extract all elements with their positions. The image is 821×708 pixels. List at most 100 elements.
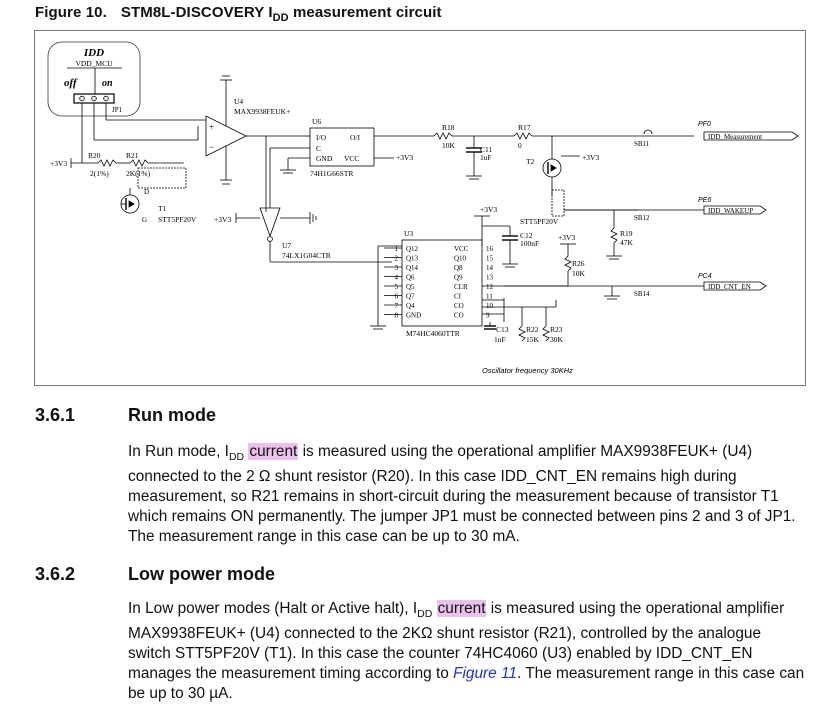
- sb12-label: SB12: [634, 214, 650, 222]
- u3-right-pin-number: 9: [486, 312, 490, 320]
- supply-label-1: +3V3: [50, 159, 67, 168]
- c12-value: 100nF: [520, 239, 539, 248]
- r19-value: 47K: [620, 238, 634, 247]
- jumper-subtitle: VDD_MCU: [75, 59, 113, 68]
- u3-left-pin-number: 5: [395, 283, 399, 291]
- u3-right-pin-label: VCC: [454, 245, 469, 253]
- u3-right-pin-number: 11: [486, 293, 493, 301]
- u3-ref: U3: [404, 229, 413, 238]
- c11-value: 1uF: [480, 153, 492, 162]
- u3-right-pin-number: 14: [486, 264, 494, 272]
- u3-part: M74HC4060TTR: [406, 329, 460, 338]
- jumper-on: on: [102, 78, 113, 89]
- r22-ref: R22: [526, 325, 539, 334]
- u3-right-pin-number: 13: [486, 274, 494, 282]
- r19-ref: R19: [620, 229, 633, 238]
- figure-11-link[interactable]: Figure 11: [453, 665, 517, 683]
- c13-ref: C13: [496, 325, 509, 334]
- svg-text:−: −: [209, 142, 214, 152]
- u3-right-pin-label: CLR: [454, 283, 468, 291]
- u7-part: 74LX1G04CTR: [282, 251, 331, 260]
- supply-label-2: +3V3: [214, 215, 231, 224]
- u3-left-pin-number: 7: [395, 302, 399, 310]
- c13-value: 1nF: [494, 335, 506, 344]
- u3-left-pin-label: GND: [406, 312, 421, 320]
- section-number-3-6-2: 3.6.2: [35, 564, 76, 584]
- u3-left-pin-label: Q13: [406, 255, 419, 263]
- u6-pin-vcc: VCC: [344, 154, 359, 163]
- figure-caption: Figure 10. STM8L-DISCOVERY IDD measuremen…: [35, 4, 442, 24]
- r23-value: 30K: [550, 335, 564, 344]
- port-pc4: PC4: [698, 273, 712, 280]
- u3-right-pin-number: 10: [486, 302, 494, 310]
- u3-left-pin-label: Q5: [406, 283, 415, 291]
- jumper-off: off: [64, 77, 78, 89]
- r20-value: 2(1%): [90, 169, 109, 178]
- u3-left-pin-label: Q4: [406, 302, 415, 310]
- c12-ref: C12: [520, 231, 533, 240]
- u3-left-pin-number: 1: [395, 245, 399, 253]
- jp1-label: JP1: [112, 106, 123, 114]
- net-idd-cnt-en-label: IDD_CNT_EN: [708, 283, 751, 291]
- r17-ref: R17: [518, 123, 531, 132]
- port-pe6: PE6: [698, 197, 711, 204]
- u3-left-pin-label: Q7: [406, 293, 415, 301]
- r21-ref: R21: [126, 151, 139, 160]
- c11-ref: C11: [480, 145, 492, 154]
- schematic-diagram: IDD VDD_MCU off on JP1 +3V3 R20 2(1%) R2…: [34, 30, 806, 386]
- u3-right-pin-label: CO: [454, 302, 464, 310]
- u6-pin-gnd: GND: [316, 154, 333, 163]
- highlight-current: current: [248, 443, 299, 460]
- u3-left-pin-number: 3: [395, 264, 399, 272]
- paragraph-run-mode: In Run mode, IDD current is measured usi…: [128, 443, 796, 546]
- paragraph-low-power-mode: In Low power modes (Halt or Active halt)…: [128, 600, 805, 703]
- net-idd-measurement: [703, 131, 799, 141]
- section-number-3-6-1: 3.6.1: [35, 405, 76, 425]
- u3-right-pin-number: 16: [486, 245, 494, 253]
- schematic-border: [34, 30, 806, 386]
- u4-ref: U4: [234, 97, 243, 106]
- oscillator-note: Oscillator frequency 30KHz: [482, 366, 573, 375]
- highlight-current: current: [436, 600, 487, 617]
- section-title-run-mode: Run mode: [128, 405, 216, 425]
- net-idd-measurement-label: IDD_Measurement: [708, 133, 762, 141]
- transistor-t1: [120, 188, 140, 214]
- supply-label-3: +3V3: [396, 153, 413, 162]
- r18-value: 10K: [442, 141, 456, 150]
- supply-label-5: +3V3: [480, 205, 497, 214]
- u3-left-pin-number: 4: [395, 274, 399, 282]
- r23-ref: R23: [550, 325, 563, 334]
- net-idd-wakeup-label: IDD_WAKEUP: [708, 207, 753, 215]
- r22-value: 15K: [526, 335, 540, 344]
- u3-left-pin-number: 8: [395, 312, 399, 320]
- u3-right-pin-label: Q10: [454, 255, 467, 263]
- u3-left-pin-number: 2: [395, 255, 399, 263]
- u3-right-pin-label: Q8: [454, 264, 463, 272]
- figure-number: Figure 10.: [35, 4, 107, 21]
- u3-left-pin-label: Q6: [406, 274, 415, 282]
- r26-ref: R26: [572, 259, 585, 268]
- r20-ref: R20: [88, 151, 101, 160]
- sb11-label: SB11: [634, 140, 650, 148]
- u4-part: MAX9938FEUK+: [234, 107, 290, 116]
- figure-title: STM8L-DISCOVERY IDD measurement circuit: [120, 4, 442, 24]
- svg-text:D: D: [144, 188, 149, 196]
- switch-u6: [309, 127, 375, 167]
- r18-ref: R18: [442, 123, 455, 132]
- t1-ref: T1: [158, 204, 167, 213]
- supply-label-6: +3V3: [558, 233, 575, 242]
- jumper-jp1: IDD VDD_MCU off on JP1: [47, 41, 141, 117]
- counter-u3: [401, 239, 483, 327]
- port-pf0: PF0: [698, 121, 711, 128]
- u3-right-pin-label: Q9: [454, 274, 463, 282]
- u6-part: 74H1G66STR: [310, 169, 353, 178]
- u3-right-pin-label: CI: [454, 293, 462, 301]
- jumper-title: IDD: [83, 47, 104, 59]
- svg-text:G: G: [142, 216, 147, 224]
- inverter-u7: [259, 207, 281, 242]
- net-idd-cnt-en: [703, 281, 767, 291]
- r26-value: 10K: [572, 269, 586, 278]
- svg-text:+: +: [209, 122, 214, 132]
- u3-right-pin-number: 12: [486, 283, 494, 291]
